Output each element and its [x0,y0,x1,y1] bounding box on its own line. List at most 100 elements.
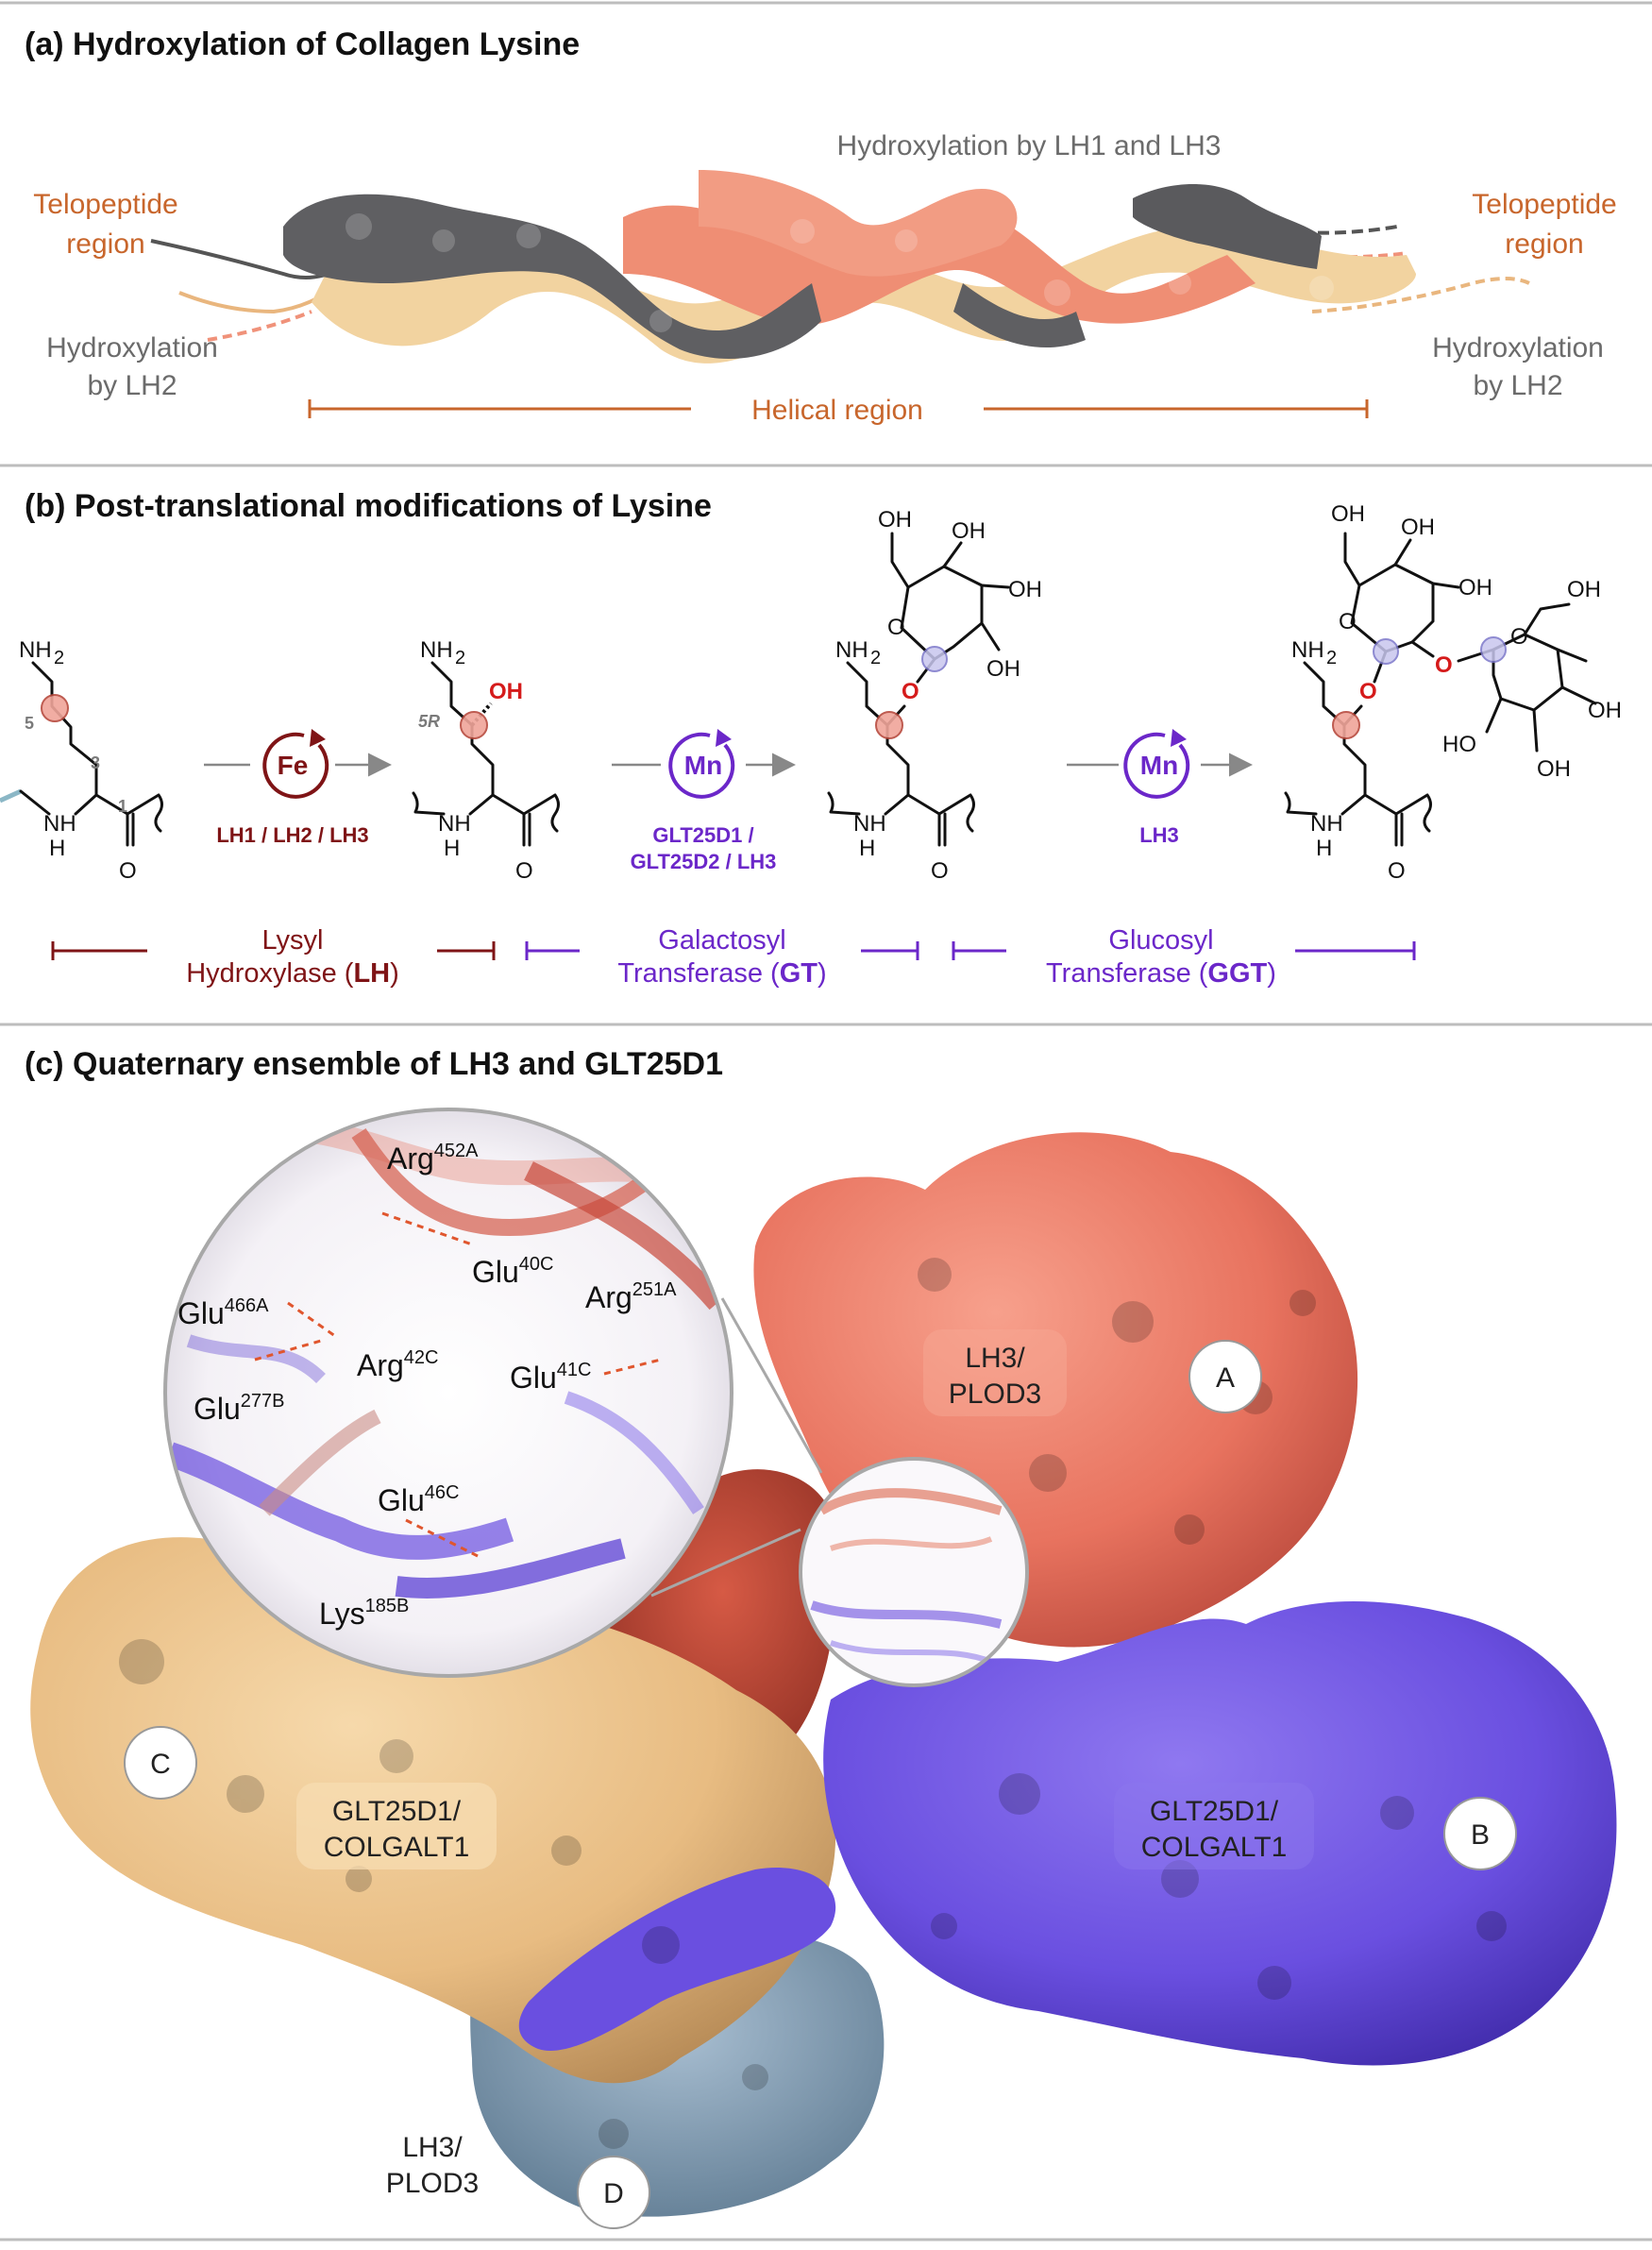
residue-glu277b: Glu277B [194,1391,285,1426]
svg-text:COLGALT1: COLGALT1 [324,1832,470,1863]
panel-a-title: (a) Hydroxylation of Collagen Lysine [25,26,580,62]
svg-text:C: C [150,1749,171,1780]
svg-text:OH: OH [1537,756,1571,782]
chain-a-badge: A [1188,1340,1262,1413]
svg-text:NH: NH [1310,811,1343,837]
chain-b-badge: B [1443,1797,1517,1870]
svg-text:H: H [859,836,875,861]
svg-text:3: 3 [91,753,100,772]
residue-glu46c: Glu46C [378,1482,460,1517]
svg-text:O: O [515,858,533,884]
zoom-connectors [650,1297,823,1598]
fe-enzymes: LH1 / LH2 / LH3 [216,823,368,847]
gt-enzymes-1: GLT25D1 / [652,823,753,847]
svg-text:O: O [902,679,919,704]
residue-arg251a: Arg251A [585,1279,677,1314]
svg-text:OH: OH [489,679,523,704]
svg-text:NH: NH [835,637,868,663]
telopeptide-right-2: region [1505,228,1583,260]
gt-enzymes-2: GLT25D2 / LH3 [631,850,777,873]
svg-text:OH: OH [1008,577,1042,602]
svg-text:O: O [1339,609,1357,634]
svg-text:OH: OH [878,507,912,533]
lh2-right-1: Hydroxylation [1432,332,1604,364]
svg-text:NH: NH [43,811,76,837]
chain-b-tail [518,1868,836,2051]
svg-text:HO: HO [1442,732,1476,757]
svg-text:B: B [1471,1819,1490,1851]
telopeptide-right-1: Telopeptide [1472,189,1616,220]
chain-b-label: GLT25D1/ COLGALT1 [1114,1783,1314,1869]
lysine-structure: NH 2 NH H O 5 3 1 [0,637,163,884]
mn-metal-2: Mn [1140,751,1178,780]
residue-arg452a: Arg452A [387,1141,479,1176]
fe-metal: Fe [278,751,309,780]
svg-text:O: O [1435,652,1453,678]
residue-arg42c: Arg42C [357,1347,439,1382]
hydroxylysine-structure: NH 2 OH NH H O 5R [412,637,560,884]
helical-region-bracket [308,399,1369,418]
family-gt-line1: Galactosyl [658,925,785,956]
svg-text:1: 1 [118,797,127,816]
lh2-right-2: by LH2 [1473,370,1562,401]
ggt-enzymes: LH3 [1139,823,1179,847]
svg-text:O: O [1510,624,1528,650]
lh2-left-1: Hydroxylation [46,332,218,364]
svg-text:H: H [49,836,65,861]
svg-text:O: O [1359,679,1377,704]
svg-text:NH: NH [19,637,52,663]
lh2-left-2: by LH2 [87,370,177,401]
residue-glu40c: Glu40C [472,1254,554,1289]
step-fe: Fe LH1 / LH2 / LH3 [204,729,392,847]
svg-text:A: A [1216,1362,1235,1394]
svg-text:PLOD3: PLOD3 [949,1379,1041,1410]
svg-text:NH: NH [420,637,453,663]
telopeptide-left-2: region [66,228,144,260]
svg-text:5R: 5R [418,712,440,731]
svg-text:O: O [931,858,949,884]
family-lh-line2: Hydroxylase (LH) [186,958,399,989]
svg-text:O: O [1388,858,1406,884]
family-ggt-line1: Glucosyl [1108,925,1213,956]
svg-text:OH: OH [986,656,1020,682]
svg-text:OH: OH [1458,575,1492,601]
svg-text:2: 2 [455,648,465,668]
collagen-helix [150,170,1530,364]
svg-text:O: O [887,615,905,640]
family-ggt-line2: Transferase (GGT) [1046,958,1276,989]
chain-c-label: GLT25D1/ COLGALT1 [296,1783,497,1869]
svg-text:OH: OH [952,518,986,544]
svg-text:NH: NH [853,811,886,837]
glucosyl-galactosyl-hydroxylysine-structure: NH 2 O O OH OH OH O O OH OH OH HO NH H O [1284,501,1622,884]
svg-text:2: 2 [1326,648,1337,668]
residue-lys185b: Lys185B [319,1596,409,1631]
svg-text:OH: OH [1588,698,1622,723]
residue-glu41c: Glu41C [510,1360,592,1395]
chain-a-label: LH3/ PLOD3 [923,1329,1067,1416]
svg-text:5: 5 [25,714,34,733]
svg-text:COLGALT1: COLGALT1 [1141,1832,1288,1863]
svg-text:OH: OH [1331,501,1365,527]
chain-c-badge: C [124,1726,197,1800]
svg-text:D: D [603,2178,624,2209]
svg-text:NH: NH [438,811,471,837]
svg-text:2: 2 [54,648,64,668]
svg-text:H: H [444,836,460,861]
svg-text:H: H [1316,836,1332,861]
mn-metal-1: Mn [684,751,722,780]
svg-text:2: 2 [870,648,881,668]
chain-d-label: LH3/ PLOD3 [386,2132,479,2199]
svg-text:O: O [119,858,137,884]
chain-d-badge: D [577,2156,650,2229]
residue-glu466a: Glu466A [177,1295,269,1330]
galactosyl-hydroxylysine-structure: NH 2 O O OH OH OH OH NH H O [827,507,1042,884]
telopeptide-left-1: Telopeptide [33,189,177,220]
helical-region-label: Helical region [751,395,923,426]
small-inset-circle [799,1457,1029,1687]
svg-text:LH3/: LH3/ [965,1343,1025,1374]
panel-b-title: (b) Post-translational modifications of … [25,488,712,524]
panel-c-title: (c) Quaternary ensemble of LH3 and GLT25… [25,1046,723,1082]
zoom-circle [163,1108,733,1678]
svg-text:PLOD3: PLOD3 [386,2168,479,2199]
svg-text:OH: OH [1567,577,1601,602]
